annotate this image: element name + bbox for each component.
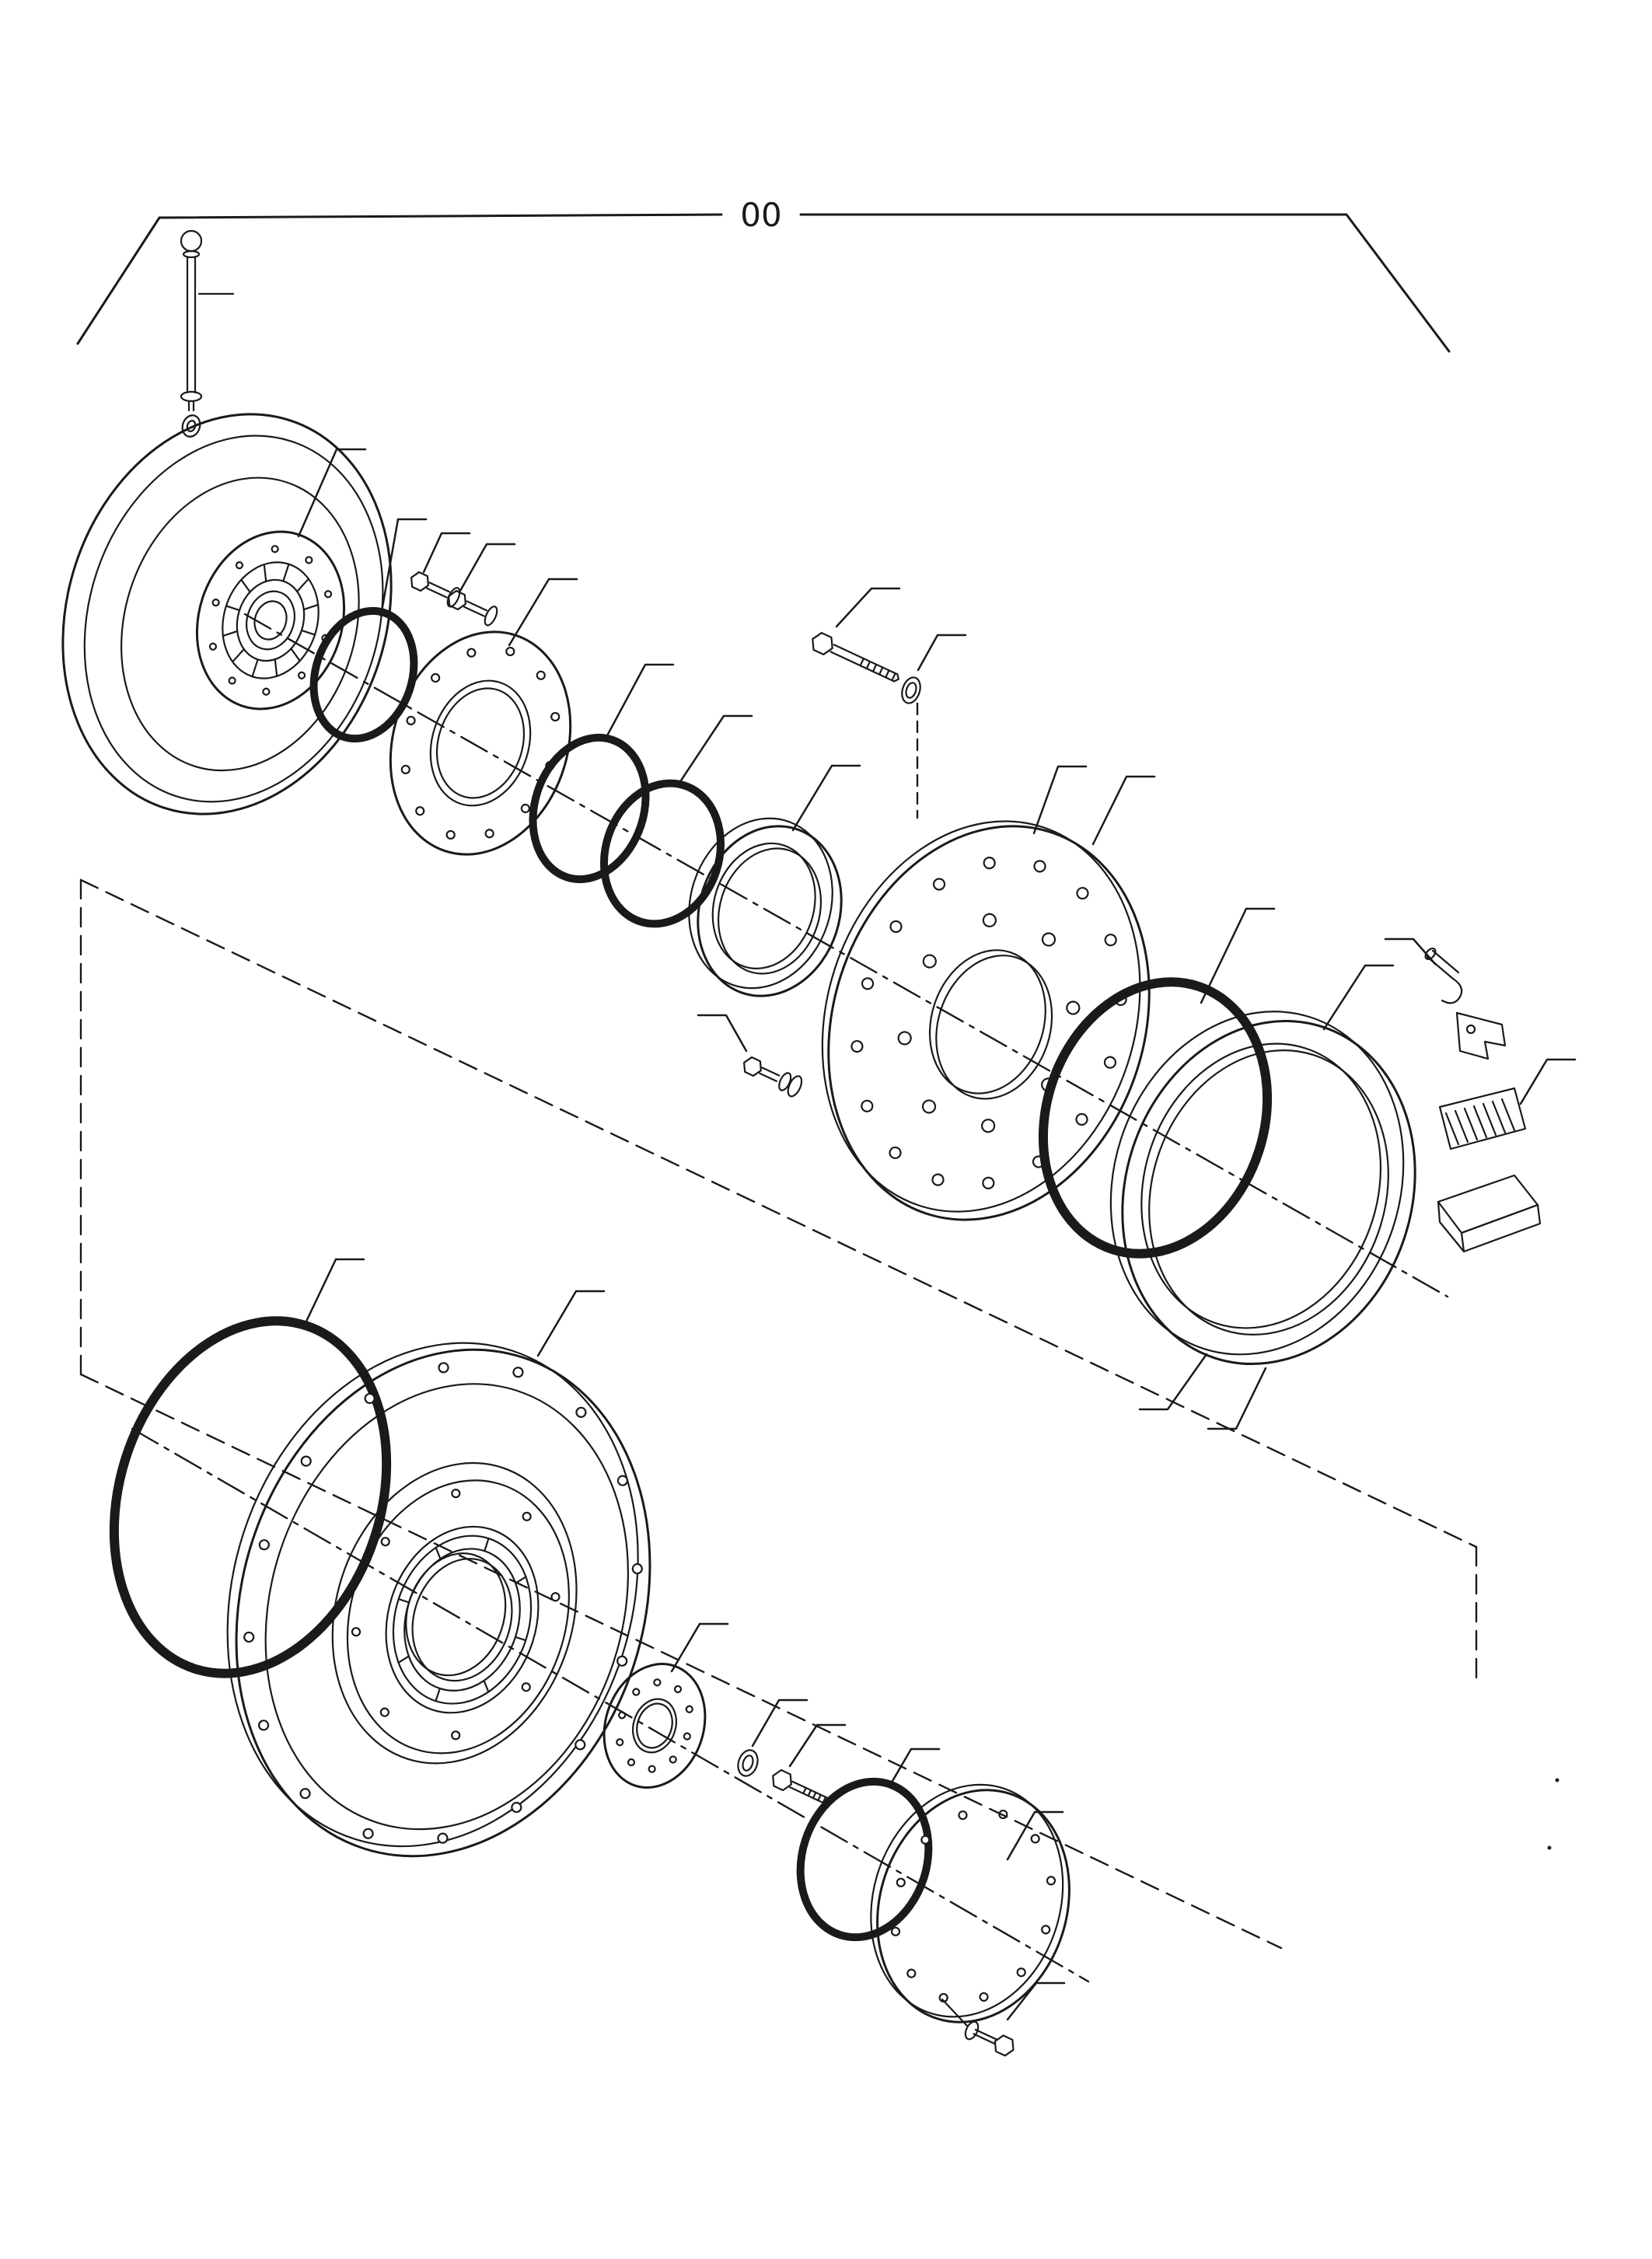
damper-disc-outer-holes bbox=[850, 857, 1127, 1189]
leader-line bbox=[1032, 765, 1088, 835]
hub-plate-holes bbox=[616, 1678, 693, 1773]
leader-line bbox=[1322, 964, 1395, 1031]
hex-bolt-with-washers bbox=[743, 1056, 803, 1098]
leader-line bbox=[670, 1622, 729, 1673]
splined-hub bbox=[195, 530, 346, 711]
rim-bolt-hole bbox=[181, 414, 201, 438]
leader-line bbox=[536, 1290, 606, 1357]
o-ring-a bbox=[529, 733, 650, 884]
leader-line bbox=[422, 532, 471, 574]
leader-line bbox=[788, 1723, 847, 1768]
construction-lines bbox=[79, 613, 1478, 1983]
upper-assembly bbox=[61, 413, 1416, 1365]
carrier-flange bbox=[226, 1342, 651, 1858]
speck bbox=[1555, 1778, 1559, 1782]
flat-washer-small bbox=[737, 1749, 759, 1777]
hex-bolt-lower bbox=[772, 1768, 829, 1804]
leader-line bbox=[888, 1747, 941, 1788]
spline-teeth bbox=[222, 563, 320, 678]
seal-ring bbox=[688, 817, 843, 997]
upper-axis-line bbox=[243, 613, 1449, 1298]
leader-line bbox=[508, 578, 578, 647]
boundary-bottom bbox=[79, 1373, 1283, 1950]
bracket-strap bbox=[1455, 1011, 1507, 1060]
retainer-plate bbox=[389, 630, 572, 856]
leader-line bbox=[1200, 907, 1276, 1004]
boundary-top bbox=[79, 878, 1478, 1548]
flat-washer bbox=[901, 676, 921, 704]
leader-line bbox=[1519, 1058, 1577, 1105]
leader-line bbox=[917, 634, 967, 672]
leader-line bbox=[303, 1258, 365, 1326]
lower-axis-line bbox=[131, 1427, 1090, 1983]
carrier-rim-holes bbox=[243, 1362, 643, 1844]
damper-disc-inner-holes bbox=[897, 913, 1081, 1133]
cover-plate bbox=[870, 1783, 1070, 2023]
damper-disc bbox=[821, 820, 1151, 1221]
hex-bolt-short-a bbox=[410, 571, 461, 608]
o-ring-cover bbox=[796, 1777, 933, 1942]
o-ring-large bbox=[1038, 977, 1273, 1259]
leader-lines bbox=[297, 448, 1577, 2021]
hex-bolt-bottom bbox=[964, 2020, 1015, 2057]
lower-assembly bbox=[109, 1316, 1070, 2057]
cotter-pin bbox=[1424, 947, 1463, 1004]
figure-label: 00 bbox=[740, 196, 781, 234]
leader-line bbox=[835, 587, 901, 628]
cover-bolt-link bbox=[941, 1998, 969, 2027]
o-ring-xl bbox=[109, 1316, 392, 1678]
leader-line bbox=[604, 663, 675, 740]
friction-pad bbox=[1438, 1087, 1527, 1150]
breather-bolt bbox=[180, 229, 235, 412]
leader-line bbox=[1006, 1810, 1064, 1861]
leader-line bbox=[297, 448, 367, 538]
leader-line bbox=[1091, 775, 1156, 846]
leader-line bbox=[697, 1014, 748, 1053]
right-hardware bbox=[1424, 947, 1542, 1253]
speck bbox=[1547, 1845, 1552, 1850]
retainer-plate-holes bbox=[400, 646, 561, 840]
leader-line bbox=[1207, 1367, 1267, 1430]
leader-line bbox=[1138, 1353, 1208, 1411]
thread-ticks bbox=[397, 1537, 527, 1702]
hex-bolt-long bbox=[812, 631, 899, 683]
leader-line bbox=[1006, 1981, 1066, 2021]
leader-line bbox=[791, 764, 861, 832]
hub-dish bbox=[61, 413, 393, 815]
leader-line bbox=[1384, 937, 1437, 965]
drum-band bbox=[1109, 1011, 1416, 1365]
leader-line bbox=[379, 518, 428, 617]
wedge-block bbox=[1437, 1174, 1542, 1253]
o-ring-b bbox=[599, 779, 725, 928]
leader-line bbox=[751, 1699, 809, 1747]
leader-line bbox=[676, 714, 753, 787]
carrier-boss-holes bbox=[351, 1489, 561, 1741]
hex-bolt-short-b bbox=[448, 589, 498, 627]
frame-border bbox=[76, 213, 1451, 353]
leader-line bbox=[459, 543, 516, 592]
hub-flange-holes bbox=[208, 545, 333, 696]
